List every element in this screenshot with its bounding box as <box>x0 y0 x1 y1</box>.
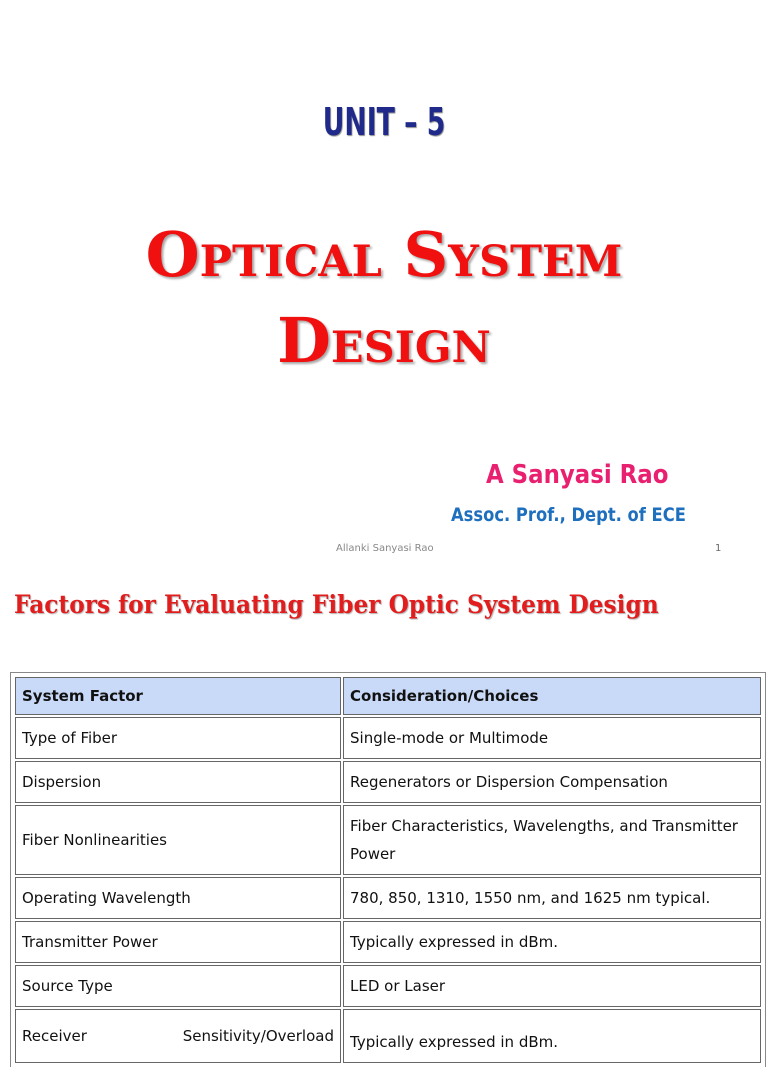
table-cell-factor: Dispersion <box>15 761 341 803</box>
table-cell-factor-right: Sensitivity/Overload <box>182 1027 334 1045</box>
table-row: Dispersion Regenerators or Dispersion Co… <box>15 761 761 803</box>
author-name: A Sanyasi Rao <box>486 460 669 490</box>
table-header-row: System Factor Consideration/Choices <box>15 677 761 715</box>
table-row: Receiver Sensitivity/Overload Typically … <box>15 1009 761 1063</box>
factors-table: System Factor Consideration/Choices Type… <box>13 675 763 1065</box>
table-cell-factor: Operating Wavelength <box>15 877 341 919</box>
table-cell-factor: Transmitter Power <box>15 921 341 963</box>
slide-title: Optical System Design <box>0 212 768 384</box>
table-cell-choice: LED or Laser <box>343 965 761 1007</box>
table-cell-choice: Typically expressed in dBm. <box>343 1009 761 1063</box>
table-cell-factor-left: Receiver <box>22 1027 87 1045</box>
factors-table-container: System Factor Consideration/Choices Type… <box>10 672 766 1067</box>
table-row: Operating Wavelength 780, 850, 1310, 155… <box>15 877 761 919</box>
slide-title-line2: Design <box>277 304 491 377</box>
table-cell-factor: Receiver Sensitivity/Overload <box>15 1009 341 1063</box>
title-slide: UNIT – 5 Optical System Design A Sanyasi… <box>0 100 768 554</box>
unit-label: UNIT – 5 <box>322 100 446 144</box>
slide-footer-name: Allanki Sanyasi Rao <box>336 543 434 554</box>
table-row: Transmitter Power Typically expressed in… <box>15 921 761 963</box>
table-cell-choice: Fiber Characteristics, Wavelengths, and … <box>343 805 761 875</box>
slide-title-line1: Optical System <box>145 218 623 291</box>
table-row: Fiber Nonlinearities Fiber Characteristi… <box>15 805 761 875</box>
table-cell-choice: Regenerators or Dispersion Compensation <box>343 761 761 803</box>
table-cell-choice: Typically expressed in dBm. <box>343 921 761 963</box>
table-row: Type of Fiber Single-mode or Multimode <box>15 717 761 759</box>
column-header-considerations: Consideration/Choices <box>343 677 761 715</box>
table-cell-factor: Fiber Nonlinearities <box>15 805 341 875</box>
author-designation: Assoc. Prof., Dept. of ECE <box>451 504 686 526</box>
table-row: Source Type LED or Laser <box>15 965 761 1007</box>
table-cell-choice: 780, 850, 1310, 1550 nm, and 1625 nm typ… <box>343 877 761 919</box>
table-cell-choice: Single-mode or Multimode <box>343 717 761 759</box>
column-header-system-factor: System Factor <box>15 677 341 715</box>
table-cell-factor: Type of Fiber <box>15 717 341 759</box>
table-cell-factor: Source Type <box>15 965 341 1007</box>
section-heading: Factors for Evaluating Fiber Optic Syste… <box>14 590 659 619</box>
slide-page-number: 1 <box>715 543 722 554</box>
